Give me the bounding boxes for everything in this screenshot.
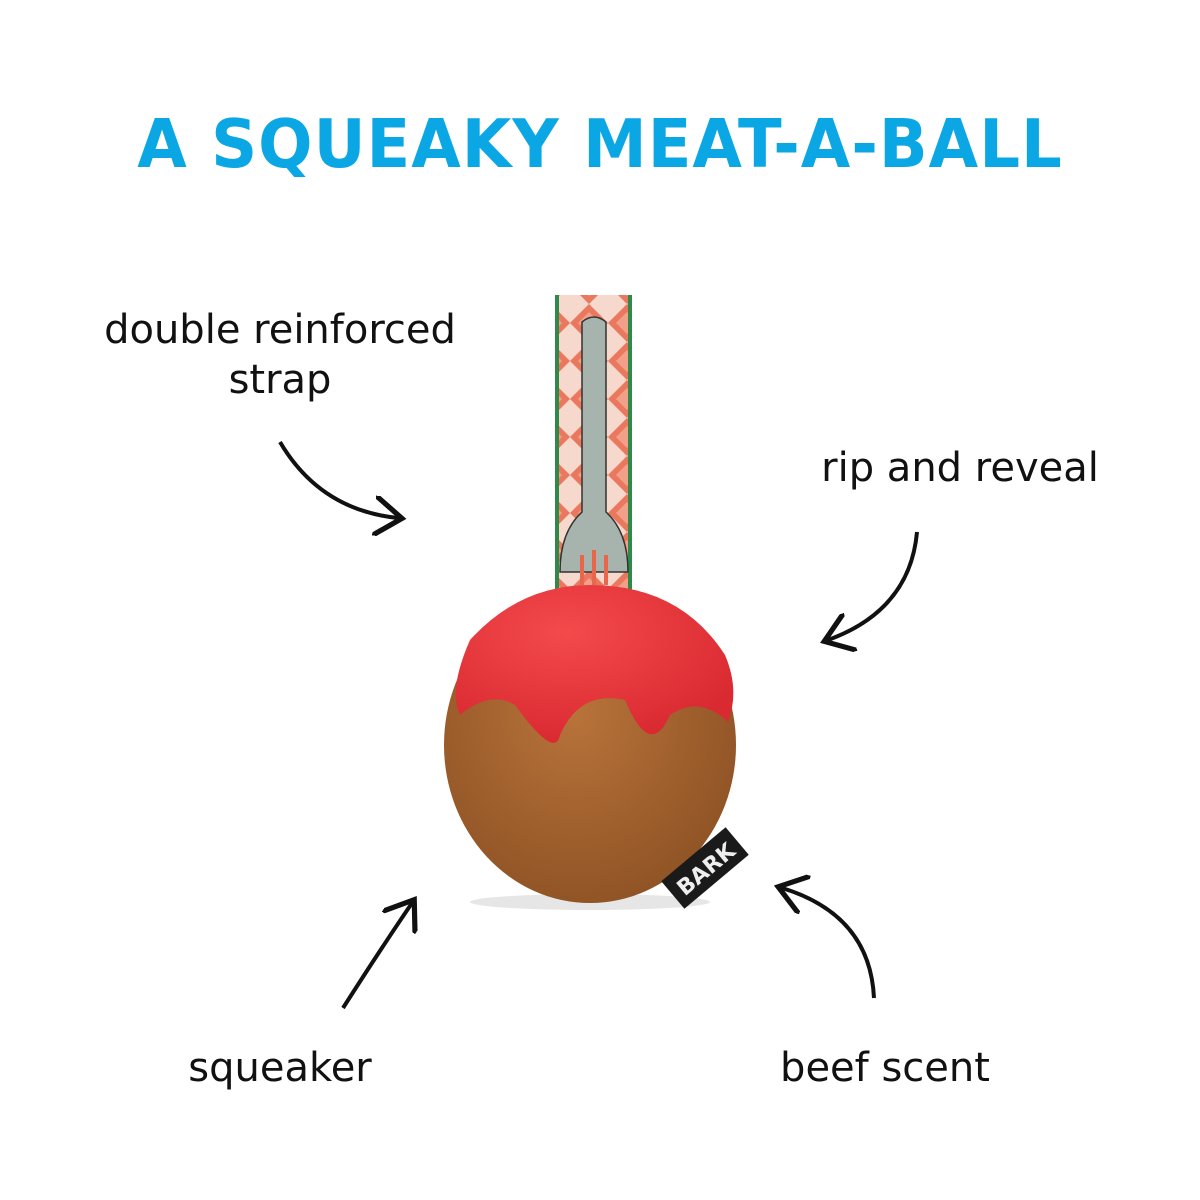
- sauce: [455, 585, 734, 743]
- page-title: A SQUEAKY MEAT-A-BALL: [137, 106, 1063, 184]
- arrow-strap: [278, 440, 398, 518]
- label-strap: double reinforced strap: [104, 307, 456, 403]
- label-scent: beef scent: [780, 1045, 990, 1091]
- arrow-reveal: [828, 531, 919, 640]
- arrow-scent: [782, 888, 876, 999]
- arrow-squeaker: [341, 903, 412, 1010]
- fork-icon: [559, 316, 629, 573]
- label-reveal: rip and reveal: [821, 445, 1099, 491]
- strap: [555, 295, 632, 595]
- label-squeaker: squeaker: [188, 1045, 372, 1091]
